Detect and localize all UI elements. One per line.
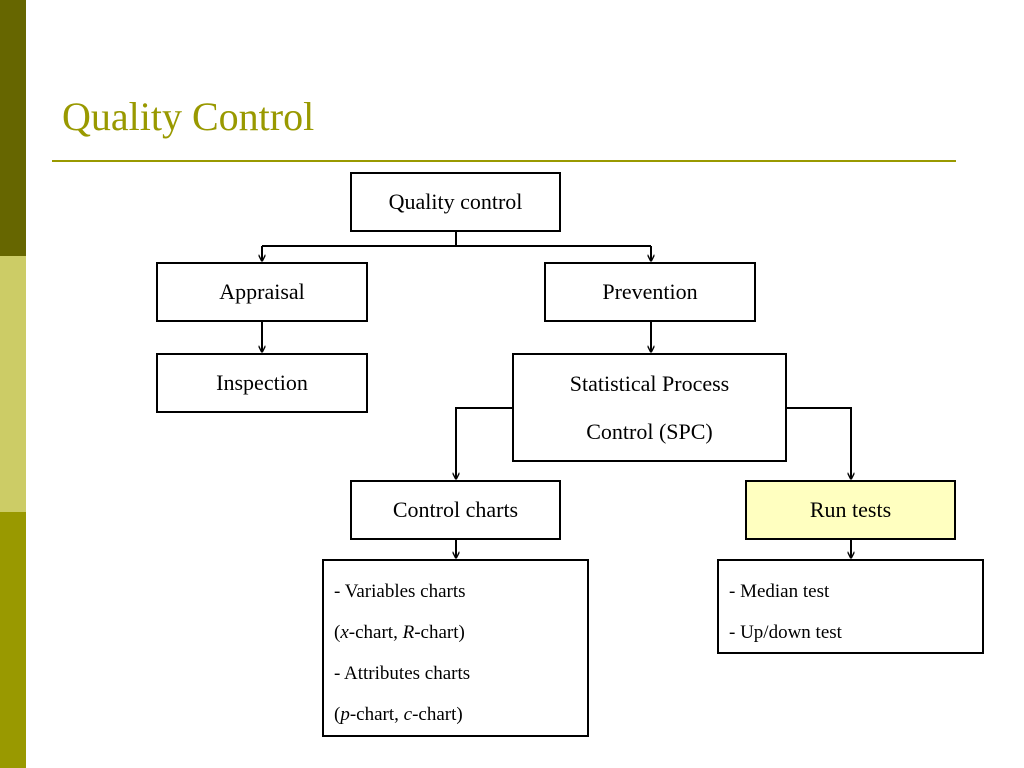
- appraisal-label: Appraisal: [219, 279, 305, 304]
- sidebar-segment-dark: [0, 0, 26, 256]
- control-charts-box: Control charts: [350, 480, 561, 540]
- arrow-to-control-charts: [456, 407, 513, 479]
- sidebar-segment-light: [0, 256, 26, 512]
- spc-label-line2: Control (SPC): [586, 418, 713, 444]
- appraisal-box: Appraisal: [156, 262, 368, 322]
- sidebar-segment-olive: [0, 512, 26, 768]
- connector-root-split: [262, 231, 651, 247]
- run-tests-label: Run tests: [809, 497, 892, 522]
- spc-box: Statistical Process Control (SPC): [512, 353, 787, 462]
- inspection-label: Inspection: [216, 370, 308, 395]
- list-item: - Variables charts: [334, 581, 466, 602]
- list-item: - Attributes charts: [334, 663, 471, 684]
- sidebar-accent: [0, 0, 26, 768]
- arrow-to-run-tests: [786, 407, 851, 479]
- list-item: - Up/down test: [729, 622, 842, 643]
- title-underline: [52, 160, 956, 162]
- control-charts-label: Control charts: [392, 497, 519, 522]
- slide-title: Quality Control: [62, 94, 315, 139]
- quality-control-box: Quality control: [350, 172, 561, 232]
- list-item: - Median test: [729, 581, 830, 602]
- inspection-box: Inspection: [156, 353, 368, 413]
- run-tests-box: Run tests: [745, 480, 956, 540]
- list-item: (x-chart, R-chart): [334, 622, 465, 643]
- control-charts-list: - Variables charts (x-chart, R-chart) - …: [322, 559, 589, 737]
- prevention-label: Prevention: [602, 279, 698, 304]
- list-item: (p-chart, c-chart): [334, 704, 463, 725]
- prevention-box: Prevention: [544, 262, 756, 322]
- run-tests-list: - Median test - Up/down test: [717, 559, 984, 654]
- quality-control-label: Quality control: [388, 189, 523, 214]
- spc-label-line1: Statistical Process: [569, 370, 730, 396]
